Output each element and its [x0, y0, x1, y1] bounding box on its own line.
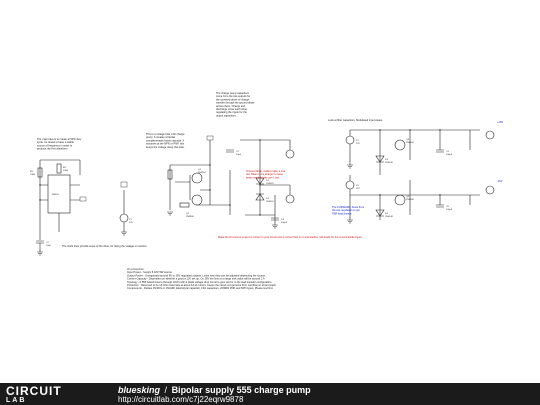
voltage-source-v1 [119, 213, 129, 223]
resistor-r4 [179, 202, 190, 208]
rail-negative-label: -15V [497, 179, 503, 183]
resistor-r2 [56, 163, 62, 174]
note-red-bottom: Make the first test to expect a current … [218, 235, 363, 239]
diode-d2 [255, 193, 265, 201]
load-meter-neg [485, 185, 495, 195]
note-mid-top: This is a voltage bias a bit charge pump… [146, 132, 185, 149]
capacitor-c4 [436, 149, 444, 153]
note-mid-upper-right: The charge pump capacitors come from the… [216, 91, 255, 117]
note-left-bottom: The clock lines provide some of the driv… [62, 244, 147, 248]
ne555-label: NE555 [52, 194, 59, 196]
schematic-canvas: The main idea is to create at 50% duty c… [30, 91, 504, 291]
note-red-mid: Ground diode, makes make a true rail. Ta… [246, 169, 286, 179]
diode-d3 [375, 155, 385, 163]
note-right-top: Look at filter capacitors. Modulated inp… [328, 118, 383, 122]
charge-pump: The charge pump capacitors come from the… [216, 91, 363, 239]
resistor-r1 [37, 167, 43, 178]
circuit-title: Bipolar supply 555 charge pump [171, 385, 311, 395]
voltage-source-v3 [345, 180, 355, 190]
capacitor-c2 [226, 149, 234, 153]
transistor-q3 [394, 139, 406, 151]
load-meter-pos [485, 130, 495, 140]
load-meter-bottom [285, 194, 295, 204]
schematic-drawing: The main idea is to create at 50% duty c… [30, 91, 503, 290]
circuitlab-logo[interactable]: CIRCUIT LAB [6, 385, 62, 404]
resistor-r3 [167, 169, 173, 180]
timer-section: The main idea is to create at 50% duty c… [30, 137, 147, 256]
note-bottom-block: On conversion: Input Power - Supply 5-18… [127, 267, 277, 290]
circuit-title-line: bluesking / Bipolar supply 555 charge pu… [118, 385, 311, 395]
rail-positive-label: +15V [497, 120, 503, 124]
driver-section: This is a voltage bias a bit charge pump… [146, 132, 242, 218]
footer-bar: CIRCUIT LAB bluesking / Bipolar supply 5… [0, 383, 540, 405]
logo-text-top: CIRCUIT [6, 384, 62, 398]
regulator-section: Look at filter capacitors. Modulated inp… [328, 118, 503, 224]
load-meter-top [285, 149, 295, 159]
transistor-q2 [191, 194, 203, 206]
transistor-q1 [191, 172, 203, 184]
note-left-top: The main idea is to create at 50% duty c… [37, 137, 82, 151]
diode-d4 [375, 209, 385, 217]
diode-d1 [255, 177, 265, 185]
title-separator: / [164, 385, 168, 395]
logo-text-bottom: LAB [6, 397, 27, 404]
capacitor-c5 [436, 204, 444, 208]
capacitor-c1 [36, 240, 44, 244]
circuit-url[interactable]: http://circuitlab.com/c7j22eqrw9878 [118, 395, 244, 404]
transistor-q4 [394, 194, 406, 206]
note-blue-right: The FORWARD, boost from the two regulato… [332, 205, 365, 215]
author-name[interactable]: bluesking [118, 385, 161, 395]
voltage-source-v2 [345, 135, 355, 145]
